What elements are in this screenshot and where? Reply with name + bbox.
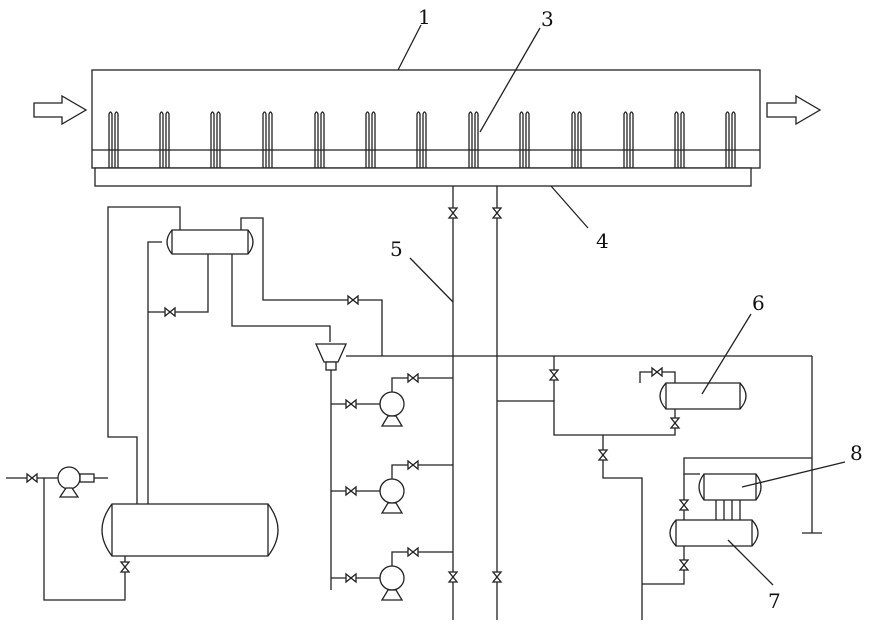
leader-line-6	[702, 314, 751, 394]
tank7-outlet-line	[642, 546, 684, 584]
feed-pump-icon	[58, 467, 94, 497]
valve-icon	[348, 296, 358, 304]
valve-icon	[165, 308, 175, 316]
lower-drum	[102, 504, 278, 556]
label-7: 7	[768, 589, 781, 613]
condensate-line	[232, 254, 330, 342]
ejector	[316, 344, 346, 362]
inlet-arrow-icon	[34, 96, 86, 124]
leader-line-1	[398, 25, 421, 70]
drum-bypass-line	[148, 254, 208, 312]
tank-6	[660, 383, 746, 409]
valve-icon	[449, 572, 457, 582]
label-5: 5	[390, 237, 403, 261]
drum-down-line	[148, 242, 162, 504]
pump-group	[331, 374, 453, 600]
upper-drum	[167, 230, 253, 254]
tank-7	[670, 520, 758, 546]
tank-8	[699, 474, 761, 500]
circulation-pump-icon	[331, 374, 453, 426]
valve-icon	[652, 368, 662, 376]
valve-icon	[680, 500, 688, 510]
label-8: 8	[850, 441, 863, 465]
tank6-inlet-line	[640, 372, 675, 383]
tank8-vent-line	[684, 458, 812, 474]
leader-line-8	[742, 462, 845, 487]
outlet-arrow-icon	[767, 96, 820, 124]
header-pipe	[95, 168, 751, 186]
label-3: 3	[541, 7, 554, 31]
leader-line-5	[410, 258, 453, 302]
tank6-outlet-line	[497, 401, 675, 435]
valve-icon	[671, 418, 679, 428]
circulation-pump-icon	[331, 548, 453, 600]
valve-icon	[550, 370, 558, 380]
circulation-pump-icon	[331, 461, 453, 513]
label-4: 4	[596, 229, 609, 253]
valve-icon	[121, 562, 129, 572]
leader-line-4	[551, 186, 588, 228]
label-6: 6	[752, 291, 765, 315]
valve-icon	[493, 572, 501, 582]
valve-icon	[680, 560, 688, 570]
steam-line	[241, 218, 382, 356]
valve-icon	[599, 450, 607, 460]
label-1: 1	[418, 5, 431, 29]
valve-icon	[27, 474, 37, 482]
drop-line	[603, 435, 642, 620]
leader-line-7	[728, 540, 773, 585]
drum-riser-line	[108, 207, 180, 504]
valve-icon	[493, 208, 501, 218]
valve-icon	[449, 208, 457, 218]
